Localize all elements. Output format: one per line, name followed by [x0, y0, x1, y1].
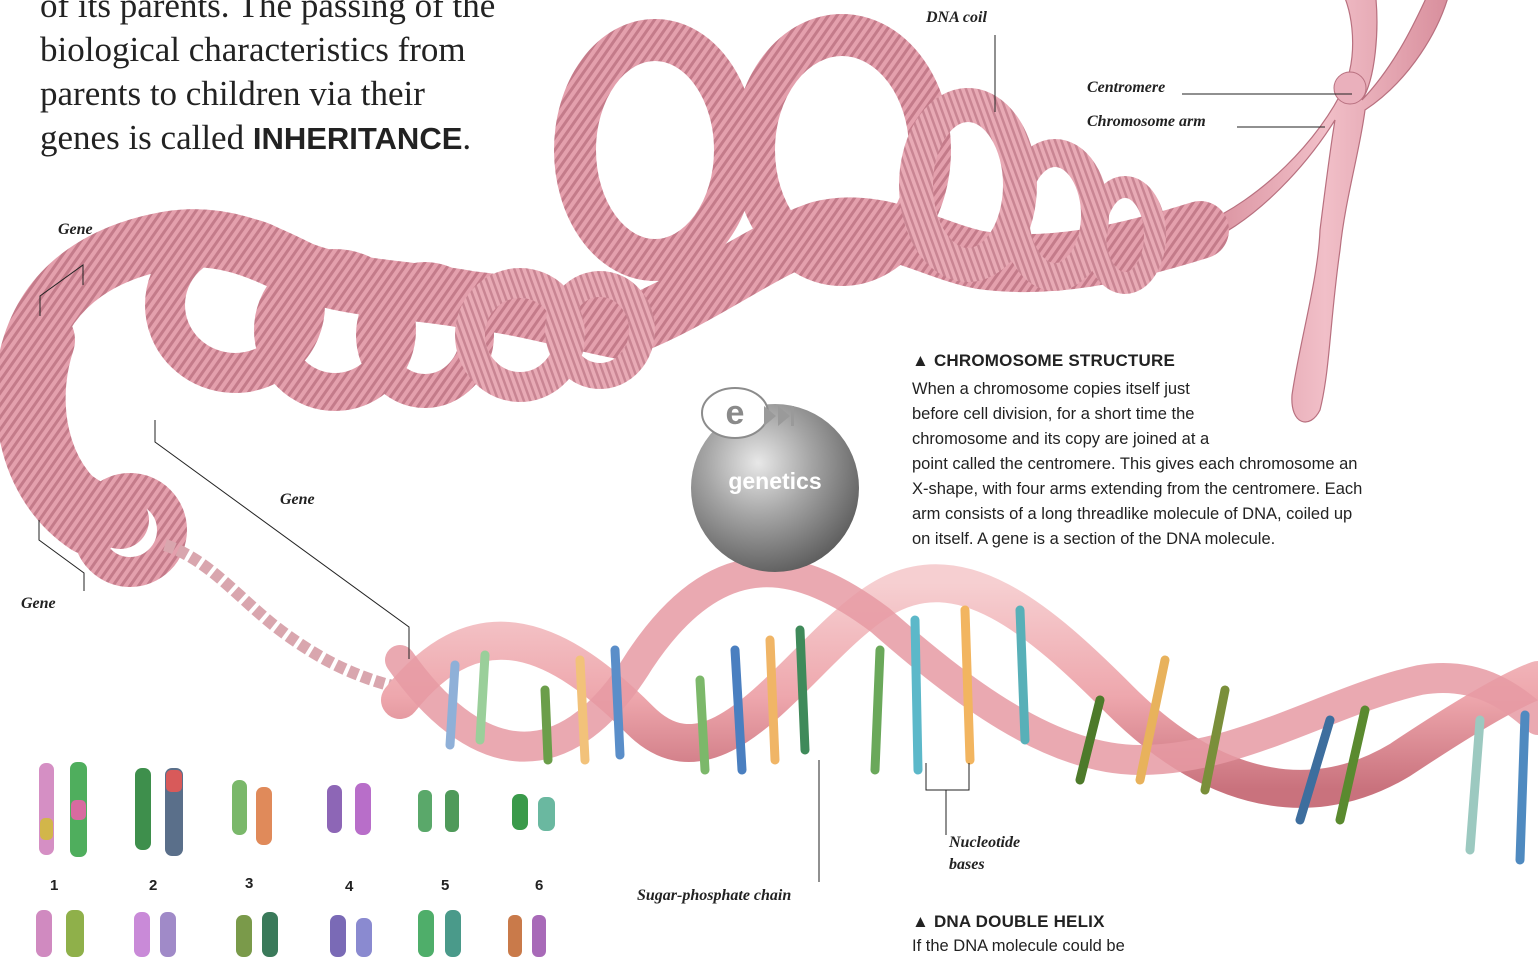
label-gene-top: Gene	[58, 220, 93, 239]
caption-line: chromosome and its copy are joined at a	[912, 427, 1472, 452]
caption-line: point called the centromere. This gives …	[912, 452, 1472, 477]
caption-line: on itself. A gene is a section of the DN…	[912, 527, 1472, 552]
caption-line: arm consists of a long threadlike molecu…	[912, 502, 1472, 527]
label-dna-coil: DNA coil	[926, 8, 987, 27]
label-gene-bottom: Gene	[21, 594, 56, 613]
label-chromosome-arm: Chromosome arm	[1087, 112, 1206, 131]
label-gene-middle: Gene	[280, 490, 315, 509]
dna-strand	[165, 545, 410, 690]
intro-paragraph: of its parents. The passing of the biolo…	[40, 0, 510, 161]
intro-line-3: parents to children via their	[40, 72, 510, 116]
caption-line: X-shape, with four arms extending from t…	[912, 477, 1472, 502]
dna-double-helix-body: If the DNA molecule could be	[912, 934, 1125, 959]
karyotype-number-5: 5	[441, 877, 449, 894]
genetics-badge-label: genetics	[705, 468, 845, 495]
karyotype-number-1: 1	[50, 877, 58, 894]
inheritance-term: INHERITANCE	[253, 121, 463, 156]
intro-line-2: biological characteristics from	[40, 28, 510, 72]
caption-line: When a chromosome copies itself just	[912, 377, 1472, 402]
chromosome-structure-title: ▲ CHROMOSOME STRUCTURE	[912, 351, 1175, 371]
label-bases: bases	[949, 855, 985, 874]
chromosome-x-shape	[1200, 0, 1450, 422]
label-sugar-phosphate: Sugar-phosphate chain	[637, 886, 791, 905]
label-centromere: Centromere	[1087, 78, 1165, 97]
intro-line-4-text: genes is called	[40, 118, 253, 157]
intro-line-1: of its parents. The passing of the	[40, 0, 510, 28]
intro-line-4: genes is called INHERITANCE.	[40, 116, 510, 161]
svg-text:e: e	[726, 394, 745, 432]
intro-line-4-end: .	[462, 118, 471, 157]
dna-double-helix-title: ▲ DNA DOUBLE HELIX	[912, 912, 1105, 932]
dna-double-helix	[400, 572, 1538, 860]
label-nucleotide: Nucleotide	[949, 833, 1020, 852]
karyotype-number-4: 4	[345, 878, 353, 895]
karyotype-number-6: 6	[535, 877, 543, 894]
karyotype-number-2: 2	[149, 877, 157, 894]
karyotype-chromosomes	[36, 762, 555, 957]
karyotype-number-3: 3	[245, 875, 253, 892]
caption-line: before cell division, for a short time t…	[912, 402, 1472, 427]
chromosome-structure-body: When a chromosome copies itself just bef…	[912, 377, 1472, 552]
